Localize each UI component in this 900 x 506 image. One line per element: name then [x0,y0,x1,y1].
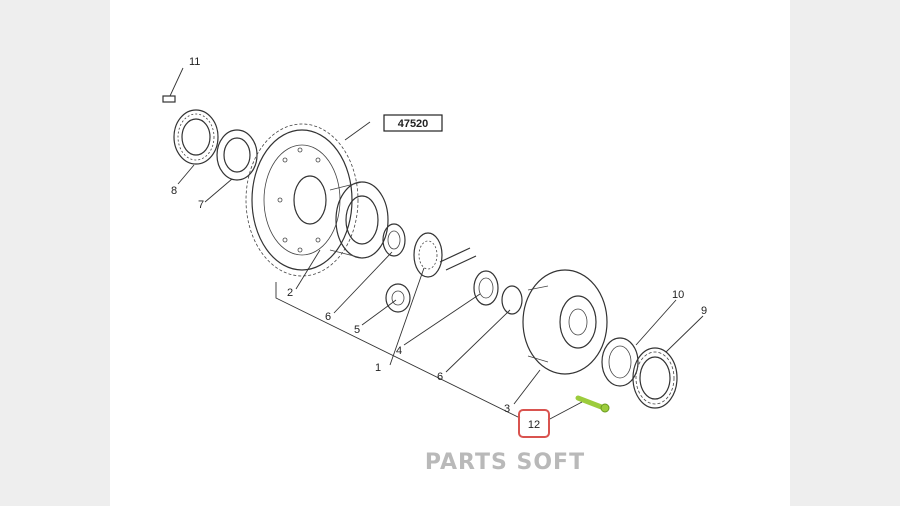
part-bearing-8-left[interactable] [173,109,219,165]
callout-11[interactable]: 11 [189,56,200,68]
leader-lines [177,121,704,421]
callout-3[interactable]: 3 [504,403,510,415]
callout-2[interactable]: 2 [287,287,293,299]
callout-10[interactable]: 10 [672,289,684,301]
part-ring-gear-2[interactable] [245,123,359,277]
part-side-gear-4[interactable] [473,270,499,306]
diagram-canvas: 47520 11 8 7 2 6 5 4 1 6 3 10 9 12 PARTS… [110,0,790,506]
part-race-10[interactable] [601,337,639,387]
part-washer-6-right[interactable] [501,285,523,315]
part-washer-6-left[interactable] [382,223,406,257]
callout-7[interactable]: 7 [198,199,204,211]
part-cross-shaft[interactable] [439,247,477,271]
callout-8[interactable]: 8 [171,185,177,197]
callout-4[interactable]: 4 [396,345,402,357]
reference-box[interactable] [383,114,443,132]
part-side-gear-left[interactable] [413,232,443,278]
callout-6-b[interactable]: 6 [437,371,443,383]
part-race-7-left[interactable] [216,129,258,181]
part-differential-case-3[interactable] [522,269,608,375]
part-bolt-11[interactable] [162,67,184,103]
callout-12[interactable]: 12 [528,419,540,431]
part-bolt-12[interactable] [575,395,610,413]
watermark-text: PARTS SOFT [425,450,585,475]
part-bearing-9[interactable] [632,347,678,409]
callout-6-a[interactable]: 6 [325,311,331,323]
part-pinion-5[interactable] [385,283,411,313]
part-differential-case-left[interactable] [329,181,389,259]
assembly-bracket-line [275,282,521,419]
callout-5[interactable]: 5 [354,324,360,336]
callout-9[interactable]: 9 [701,305,707,317]
reference-number: 47520 [398,118,429,130]
callout-12-highlight[interactable] [518,409,550,438]
callout-1[interactable]: 1 [375,362,381,374]
